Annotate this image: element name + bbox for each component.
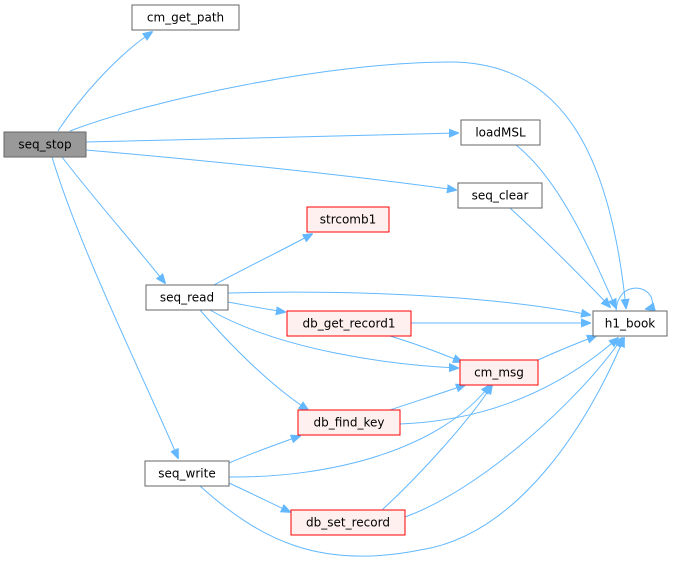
edge-seq-stop-to-h1-book xyxy=(69,61,626,308)
node-db-get-record1[interactable]: db_get_record1 xyxy=(286,310,412,337)
node-box xyxy=(297,409,401,436)
edge-seq-write-to-db-find-key xyxy=(228,436,300,464)
edge-db-set-record-to-h1-book xyxy=(404,338,622,518)
node-box xyxy=(286,310,412,337)
edge-seq-read-to-db-find-key xyxy=(199,309,308,410)
node-box xyxy=(306,206,390,233)
node-box xyxy=(145,284,229,311)
node-cm-msg[interactable]: cm_msg xyxy=(459,359,539,386)
node-box xyxy=(457,182,543,209)
edge-seq-stop-to-seq-read xyxy=(61,156,165,283)
edge-seq-stop-to-loadMSL xyxy=(85,133,458,143)
node-label: db_get_record1 xyxy=(303,317,396,331)
node-label: seq_read xyxy=(160,291,214,305)
node-label: loadMSL xyxy=(475,126,526,140)
edge-seq-stop-to-cm-get-path xyxy=(57,32,152,132)
edge-seq-stop-to-seq-write xyxy=(51,156,178,458)
node-seq-clear[interactable]: seq_clear xyxy=(457,182,543,209)
edge-db-set-record-to-cm-msg xyxy=(381,385,492,511)
node-label: db_set_record xyxy=(306,516,390,530)
node-box xyxy=(144,460,230,487)
nodes-layer: cm_get_path seq_stop loadMSL seq_clearstrco… xyxy=(3,4,668,536)
node-seq-write[interactable]: seq_write xyxy=(144,460,230,487)
node-box xyxy=(460,119,541,146)
node-label: h1_book xyxy=(605,317,656,331)
node-box xyxy=(131,4,240,31)
edge-seq-read-to-strcomb1 xyxy=(213,234,312,286)
node-box xyxy=(3,131,87,158)
node-db-set-record[interactable]: db_set_record xyxy=(290,509,406,536)
edge-seq-write-to-db-set-record xyxy=(228,482,290,512)
node-cm-get-path[interactable]: cm_get_path xyxy=(131,4,240,31)
node-label: seq_stop xyxy=(18,138,71,152)
node-box xyxy=(459,359,539,386)
node-strcomb1[interactable]: strcomb1 xyxy=(306,206,390,233)
node-seq-stop[interactable]: seq_stop xyxy=(3,131,87,158)
edge-seq-read-to-db-get-record1 xyxy=(227,301,285,312)
node-db-find-key[interactable]: db_find_key xyxy=(297,409,401,436)
node-label: seq_write xyxy=(158,467,215,481)
edge-loadMSL-to-h1-book xyxy=(515,144,616,308)
edge-seq-read-to-cm-msg xyxy=(209,309,458,368)
edge-seq-clear-to-h1-book xyxy=(509,207,610,307)
edge-cm-msg-to-h1-book xyxy=(537,336,596,361)
edge-seq-stop-to-seq-clear xyxy=(85,149,456,190)
edges-layer xyxy=(51,32,653,557)
node-label: cm_get_path xyxy=(147,11,224,25)
node-loadMSL[interactable]: loadMSL xyxy=(460,119,541,146)
edge-db-get-record1-to-cm-msg xyxy=(389,335,462,362)
node-label: seq_clear xyxy=(472,189,529,203)
node-label: db_find_key xyxy=(313,416,384,430)
edge-seq-read-to-h1-book xyxy=(227,291,590,315)
edge-db-find-key-to-cm-msg xyxy=(389,385,465,411)
edge-db-find-key-to-h1-book xyxy=(399,338,618,425)
node-box xyxy=(592,310,668,337)
edge-seq-write-to-h1-book xyxy=(199,338,624,557)
edge-h1-book-to-h1-book xyxy=(615,287,653,311)
edge-seq-write-to-cm-msg xyxy=(228,385,490,478)
node-box xyxy=(290,509,406,536)
node-label: strcomb1 xyxy=(320,213,377,227)
node-seq-read[interactable]: seq_read xyxy=(145,284,229,311)
node-label: cm_msg xyxy=(474,366,524,380)
node-h1-book[interactable]: h1_book xyxy=(592,310,668,337)
